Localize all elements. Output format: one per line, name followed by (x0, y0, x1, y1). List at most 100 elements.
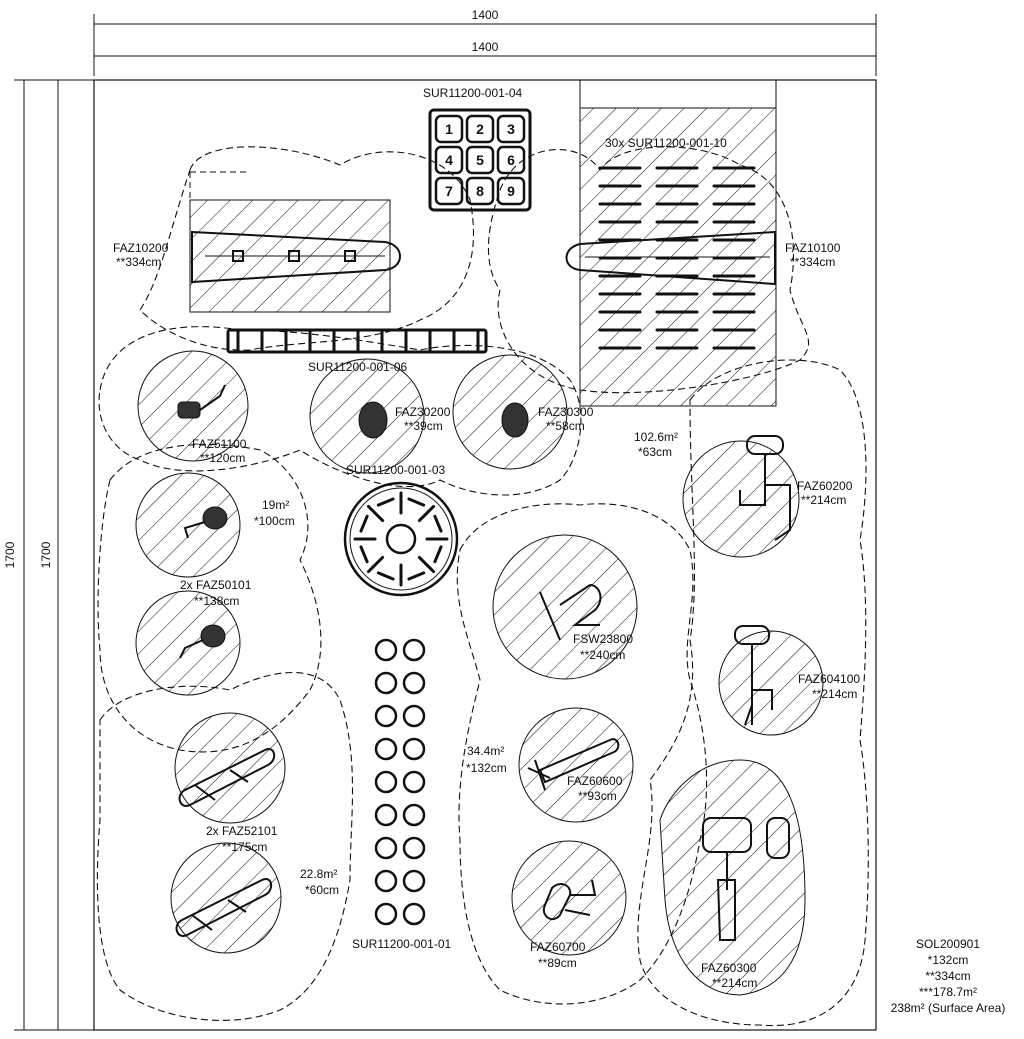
left-dimensions: 1700 1700 (3, 79, 94, 1031)
summary-line-3: ***178.7m² (919, 985, 977, 999)
label-faz60300: FAZ60300 (701, 961, 757, 975)
label-faz60300-height: **214cm (712, 976, 757, 990)
stepping-stone (374, 770, 398, 794)
label-faz30300-height: **58cm (546, 419, 585, 433)
sur06-ladder (226, 328, 488, 354)
number-tile (434, 145, 464, 175)
equipment-sketches (175, 384, 791, 941)
roundel-bar (376, 571, 395, 581)
stepping-stone (374, 638, 398, 662)
summary-line-2: **334cm (925, 969, 970, 983)
label-faz30200: FAZ30200 (395, 405, 451, 419)
dimension-left-outer: 1700 (3, 541, 17, 568)
label-faz30300: FAZ30300 (538, 405, 594, 419)
summary-line-4: 238m² (Surface Area) (891, 1001, 1006, 1015)
stepping-stone (402, 902, 426, 926)
label-sur04: SUR11200-001-04 (423, 86, 523, 100)
label-faz10200-height: **334cm (116, 255, 161, 269)
label-faz60200: FAZ60200 (797, 479, 853, 493)
roundel-bar (359, 545, 369, 564)
top-dimensions: 1400 1400 (93, 8, 877, 76)
roundel-bar (433, 545, 443, 564)
label-faz50101-height: **138cm (194, 594, 239, 608)
label-faz10100-height: **334cm (790, 255, 835, 269)
summary-line-1: *132cm (928, 953, 969, 967)
label-sur10: 30x SUR11200-001-10 (605, 136, 727, 150)
label-fsw23800: FSW23800 (573, 632, 633, 646)
stepping-stone (374, 737, 398, 761)
stepping-stone (402, 638, 426, 662)
number-tile (434, 114, 464, 144)
label-faz60600-height: **93cm (578, 789, 617, 803)
label-area-344-height: *132cm (466, 761, 507, 775)
stepping-stone (402, 737, 426, 761)
label-faz10200: FAZ10200 (113, 241, 169, 255)
roundel-bar (376, 497, 395, 507)
summary-block: SOL200901 *132cm **334cm ***178.7m² 238m… (891, 937, 1006, 1015)
faz10200-area (189, 171, 401, 313)
label-fsw23800-height: **240cm (580, 648, 625, 662)
label-area-1026: 102.6m² (634, 430, 678, 444)
number-tile (465, 176, 495, 206)
roundel-bar (359, 514, 369, 533)
stepping-stone (402, 770, 426, 794)
stepping-stone (374, 902, 398, 926)
roundel-bar (417, 504, 436, 523)
label-sur01: SUR11200-001-01 (352, 937, 452, 951)
label-faz60200-height: **214cm (801, 493, 846, 507)
label-area-19-height: *100cm (254, 514, 295, 528)
number-tile-label: 3 (507, 121, 515, 137)
sur03-roundel (343, 481, 459, 597)
stepping-stone (402, 704, 426, 728)
label-faz30200-height: **39cm (404, 419, 443, 433)
label-area-228: 22.8m² (300, 867, 337, 881)
number-tile-label: 9 (507, 183, 515, 199)
summary-code: SOL200901 (916, 937, 980, 951)
sur01-stepping-stones (374, 638, 426, 926)
roundel-bar (407, 571, 426, 581)
label-area-228-height: *60cm (305, 883, 339, 897)
stepping-stone (402, 836, 426, 860)
number-tile (465, 114, 495, 144)
label-faz60600: FAZ60600 (567, 774, 623, 788)
dimension-top-inner: 1400 (472, 40, 499, 54)
number-tile (496, 176, 526, 206)
label-faz51100-height: **120cm (200, 451, 245, 465)
number-tile-label: 6 (507, 152, 515, 168)
stepping-stone (402, 869, 426, 893)
roundel-bar (433, 514, 443, 533)
number-tile-label: 8 (476, 183, 484, 199)
roundel-bar (366, 555, 385, 574)
stepping-stone (374, 836, 398, 860)
number-tile-label: 4 (445, 152, 453, 168)
stepping-stone (374, 869, 398, 893)
label-faz604100-height: **214cm (812, 687, 857, 701)
label-faz50101: 2x FAZ50101 (180, 578, 252, 592)
number-tile-label: 1 (445, 121, 453, 137)
faz10100-equipment (565, 230, 776, 286)
stepping-stone (374, 803, 398, 827)
stepping-stone (402, 671, 426, 695)
roundel-bar (366, 504, 385, 523)
number-tile-label: 5 (476, 152, 484, 168)
number-tile (496, 145, 526, 175)
number-tile-label: 2 (476, 121, 484, 137)
number-tile (496, 114, 526, 144)
stepping-stone (374, 671, 398, 695)
roundel-bar (417, 555, 436, 574)
stepping-stone (374, 704, 398, 728)
label-faz52101-height: **175cm (222, 840, 267, 854)
label-area-19: 19m² (262, 498, 289, 512)
number-tile (465, 145, 495, 175)
number-tile (434, 176, 464, 206)
label-faz10100: FAZ10100 (785, 241, 841, 255)
label-area-344: 34.4m² (467, 744, 504, 758)
site-boundary (93, 79, 877, 1031)
label-area-1026-height: *63cm (638, 445, 672, 459)
label-faz60700: FAZ60700 (530, 940, 586, 954)
label-faz52101: 2x FAZ52101 (206, 824, 278, 838)
label-faz51100: FAZ51100 (192, 437, 247, 451)
roundel-bar (407, 497, 426, 507)
